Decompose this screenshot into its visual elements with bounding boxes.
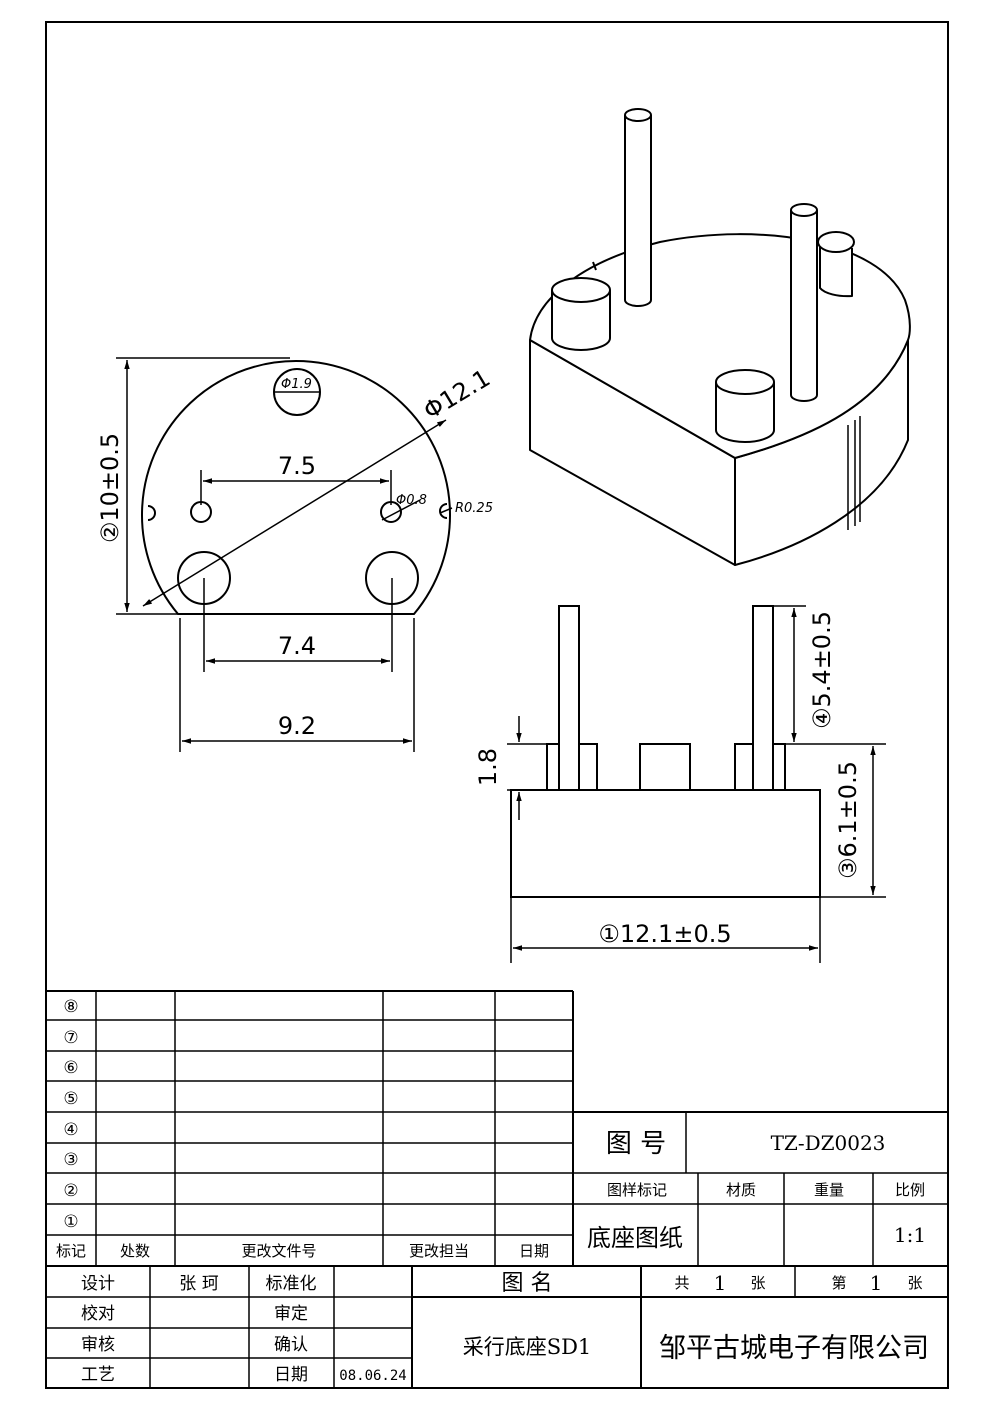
iso-boss-3 xyxy=(715,382,775,443)
date-value: 08.06.24 xyxy=(339,1368,406,1384)
side-pin-left xyxy=(558,605,580,791)
left-notch xyxy=(147,505,156,521)
revision-marks: ⑧ ⑦ ⑥ ⑤ ④ ③ ② ① xyxy=(63,997,78,1232)
sheet-border xyxy=(45,21,949,1389)
company-name: 邹平古城电子有限公司 xyxy=(659,1333,929,1364)
isometric-view xyxy=(529,108,911,566)
rev-mark-1: ① xyxy=(63,1212,78,1232)
sheet-label: 第 xyxy=(831,1274,846,1292)
side-boss-mid xyxy=(639,743,691,791)
drawing-no-label: 图 号 xyxy=(606,1129,666,1159)
title-block-labels: 设计 张 珂 标准化 校对 审定 审核 确认 工艺 日期 xyxy=(81,1274,317,1385)
part-name: 采行底座SD1 xyxy=(463,1335,592,1359)
review-label: 审核 xyxy=(81,1335,115,1355)
title-block-right xyxy=(573,1111,948,1266)
dim-hole-1-9: Φ1.9 xyxy=(281,377,312,392)
confirm-label: 确认 xyxy=(274,1335,308,1355)
rev-mark-5: ⑤ xyxy=(63,1089,78,1109)
check-label: 校对 xyxy=(81,1304,115,1324)
dim-hole-0-8: Φ0.8 xyxy=(396,493,427,508)
side-pin-right xyxy=(752,605,774,791)
total-label: 共 xyxy=(674,1274,689,1292)
top-view xyxy=(141,360,451,615)
title-col-headers: 图样标记 材质 重量 比例 xyxy=(607,1181,925,1199)
col-header-drawing-mark: 图样标记 xyxy=(607,1181,667,1199)
rev-mark-6: ⑥ xyxy=(63,1058,78,1078)
rev-header-doc: 更改文件号 xyxy=(241,1242,316,1260)
iso-pin-left xyxy=(624,115,652,307)
dim-length-12-1: ①12.1±0.5 xyxy=(598,920,731,948)
dim-height-1-8: 1.8 xyxy=(474,748,502,786)
standard-label: 标准化 xyxy=(266,1274,317,1294)
iso-boss-1 xyxy=(551,290,611,351)
rev-header-mark: 标记 xyxy=(56,1242,86,1260)
dim-height-10: ②10±0.5 xyxy=(96,433,124,543)
rev-mark-4: ④ xyxy=(63,1120,78,1140)
total-count: 1 xyxy=(714,1271,727,1295)
top-view-outline xyxy=(141,360,451,615)
designer-name: 张 珂 xyxy=(179,1274,218,1294)
iso-pin-right xyxy=(790,210,818,402)
side-view-dimensions xyxy=(507,605,886,963)
title-block-bottom xyxy=(46,1266,948,1388)
sheet-unit: 张 xyxy=(907,1274,922,1292)
name-label: 图 名 xyxy=(502,1271,553,1296)
col-header-weight: 重量 xyxy=(814,1181,844,1199)
sheet-count: 共 1 张 第 1 张 xyxy=(674,1271,922,1295)
dim-height-6-1: ③6.1±0.5 xyxy=(834,761,862,879)
total-unit: 张 xyxy=(750,1274,765,1292)
approve-label: 审定 xyxy=(274,1304,308,1324)
iso-boss-2 xyxy=(819,240,853,298)
drawing-no: TZ-DZ0023 xyxy=(771,1131,886,1155)
date-label: 日期 xyxy=(274,1365,308,1385)
top-view-dimensions xyxy=(116,357,453,752)
sheet-num: 1 xyxy=(870,1271,883,1295)
rev-mark-2: ② xyxy=(63,1181,78,1201)
process-label: 工艺 xyxy=(81,1365,115,1385)
scale-value: 1:1 xyxy=(894,1223,926,1247)
revision-table xyxy=(46,990,948,1267)
side-view xyxy=(510,605,821,898)
rev-mark-3: ③ xyxy=(63,1150,78,1170)
drawing-type: 底座图纸 xyxy=(587,1224,683,1252)
rev-mark-7: ⑦ xyxy=(63,1028,78,1048)
dim-diameter-12-1: Φ12.1 xyxy=(419,364,495,425)
dim-9-2: 9.2 xyxy=(278,712,316,740)
rev-header-count: 处数 xyxy=(120,1242,150,1260)
design-label: 设计 xyxy=(81,1274,115,1294)
dim-7-5: 7.5 xyxy=(278,452,316,480)
col-header-scale: 比例 xyxy=(895,1181,925,1199)
rev-header-date: 日期 xyxy=(519,1242,549,1260)
dim-pin-5-4: ④5.4±0.5 xyxy=(808,611,836,729)
rev-header-person: 更改担当 xyxy=(409,1242,469,1260)
dim-7-4: 7.4 xyxy=(278,632,316,660)
rev-mark-8: ⑧ xyxy=(63,997,78,1017)
col-header-material: 材质 xyxy=(726,1181,756,1199)
side-body xyxy=(510,789,821,898)
dim-radius-0-25: R0.25 xyxy=(455,501,493,516)
revision-headers: 标记 处数 更改文件号 更改担当 日期 xyxy=(56,1242,549,1260)
